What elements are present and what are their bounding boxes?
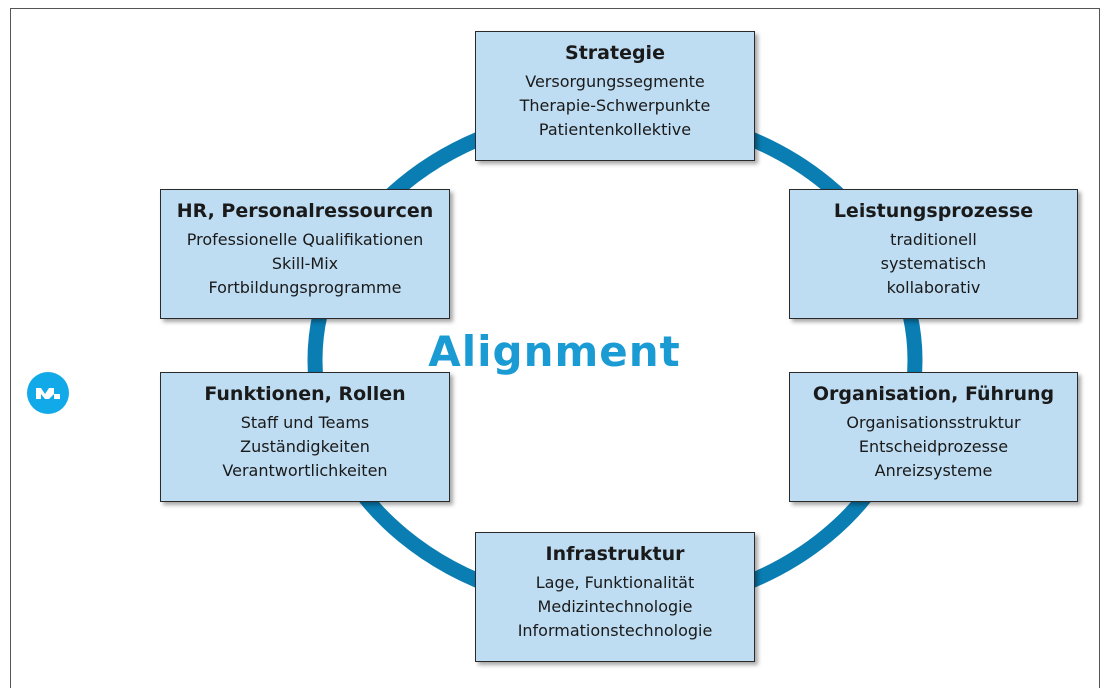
box-title: HR, Personalressourcen <box>176 200 434 222</box>
box-title: Infrastruktur <box>545 543 685 565</box>
box-line: traditionell <box>890 230 977 249</box>
box-line: Organisationsstruktur <box>846 413 1021 432</box>
box-leistungsprozesse: Leistungsprozesse traditionell systemati… <box>789 189 1078 319</box>
box-line: Staff und Teams <box>240 413 370 432</box>
box-line: Versorgungssegmente <box>525 72 705 91</box>
box-hr: HR, Personalressourcen Professionelle Qu… <box>160 189 450 319</box>
box-line: Medizintechnologie <box>537 597 693 616</box>
slide-frame <box>10 8 1100 688</box>
box-line: Entscheidprozesse <box>858 437 1009 456</box>
box-organisation: Organisation, Führung Organisationsstruk… <box>789 372 1078 502</box>
box-strategie: Strategie Versorgungssegmente Therapie-S… <box>475 31 755 161</box>
box-line: Professionelle Qualifikationen <box>186 230 424 249</box>
logo-icon <box>27 372 69 414</box>
box-line: Skill-Mix <box>271 254 339 273</box>
box-line: Anreizsysteme <box>874 461 993 480</box>
center-label: Alignment <box>428 327 681 376</box>
box-line: Fortbildungsprogramme <box>208 278 402 297</box>
box-line: Patientenkollektive <box>538 120 692 139</box>
box-line: Informationstechnologie <box>517 621 713 640</box>
box-line: kollaborativ <box>886 278 981 297</box>
box-funktionen: Funktionen, Rollen Staff und Teams Zustä… <box>160 372 450 502</box>
box-line: Therapie-Schwerpunkte <box>519 96 711 115</box>
box-line: systematisch <box>880 254 987 273</box>
box-title: Leistungsprozesse <box>833 200 1034 222</box>
box-line: Verantwortlichkeiten <box>222 461 388 480</box>
box-title: Organisation, Führung <box>812 383 1055 405</box>
box-infrastruktur: Infrastruktur Lage, Funktionalität Mediz… <box>475 532 755 662</box>
box-title: Strategie <box>565 42 665 64</box>
box-line: Zuständigkeiten <box>240 437 370 456</box>
box-line: Lage, Funktionalität <box>535 573 695 592</box>
box-title: Funktionen, Rollen <box>204 383 406 405</box>
